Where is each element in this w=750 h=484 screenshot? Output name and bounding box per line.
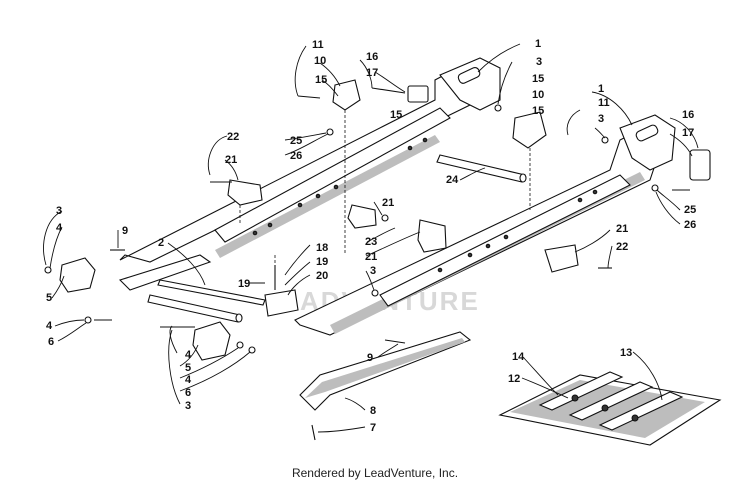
shock-mounts: [332, 79, 711, 181]
callout-15: 15: [532, 73, 544, 85]
callout-11: 11: [598, 97, 610, 109]
callout-17: 17: [366, 67, 378, 79]
callout-5: 5: [46, 292, 52, 304]
callout-24: 24: [446, 174, 459, 186]
callout-25: 25: [290, 135, 302, 147]
callout-20: 20: [316, 270, 328, 282]
callout-21: 21: [365, 251, 377, 263]
callout-11: 11: [312, 39, 324, 51]
callout-19: 19: [316, 256, 328, 268]
callout-22: 22: [616, 241, 628, 253]
callout-9: 9: [367, 352, 373, 364]
callout-12: 12: [508, 373, 520, 385]
callout-15: 15: [390, 109, 402, 121]
left-rail: [119, 57, 501, 263]
callout-5: 5: [185, 362, 191, 374]
callout-25: 25: [684, 204, 696, 216]
callout-6: 6: [185, 387, 191, 399]
callout-19: 19: [238, 278, 250, 290]
callout-1: 1: [535, 38, 541, 50]
cross-shafts: [147, 154, 527, 323]
callout-3: 3: [56, 205, 62, 217]
callout-13: 13: [620, 347, 632, 359]
alignment-lines: [239, 110, 531, 270]
brackets: [227, 179, 579, 273]
callout-15: 15: [532, 105, 544, 117]
callout-3: 3: [370, 265, 376, 277]
callout-4: 4: [185, 374, 192, 386]
callout-1: 1: [598, 83, 604, 95]
callout-2: 2: [158, 237, 164, 249]
hardware: [44, 87, 690, 441]
callout-4: 4: [46, 320, 53, 332]
callout-labels: 11 10 15 15 16 17 1 3 15 10 15 1 11 3 16…: [46, 38, 696, 434]
callout-3: 3: [598, 113, 604, 125]
front-parts: [59, 254, 299, 361]
callout-21: 21: [616, 223, 628, 235]
callout-3: 3: [185, 400, 191, 412]
slide-rail: [299, 331, 472, 411]
callout-8: 8: [370, 405, 376, 417]
callout-14: 14: [512, 351, 525, 363]
callout-26: 26: [290, 150, 302, 162]
callout-17: 17: [682, 127, 694, 139]
callout-10: 10: [532, 89, 544, 101]
leader-lines: [43, 43, 699, 433]
callout-4: 4: [185, 349, 192, 361]
footer-credit: Rendered by LeadVenture, Inc.: [291, 466, 459, 480]
right-rail: [294, 114, 676, 336]
callout-23: 23: [365, 236, 377, 248]
callout-7: 7: [370, 422, 376, 434]
callout-21: 21: [225, 154, 237, 166]
callout-18: 18: [316, 242, 328, 254]
callout-6: 6: [48, 336, 54, 348]
callout-26: 26: [684, 219, 696, 231]
callout-16: 16: [366, 51, 378, 63]
callout-15: 15: [315, 74, 327, 86]
callout-16: 16: [682, 109, 694, 121]
callout-10: 10: [314, 55, 326, 67]
callout-9: 9: [122, 225, 128, 237]
callout-22: 22: [227, 131, 239, 143]
track-section: [498, 371, 722, 446]
callout-21: 21: [382, 197, 394, 209]
callout-4: 4: [56, 222, 63, 234]
callout-3: 3: [536, 56, 542, 68]
